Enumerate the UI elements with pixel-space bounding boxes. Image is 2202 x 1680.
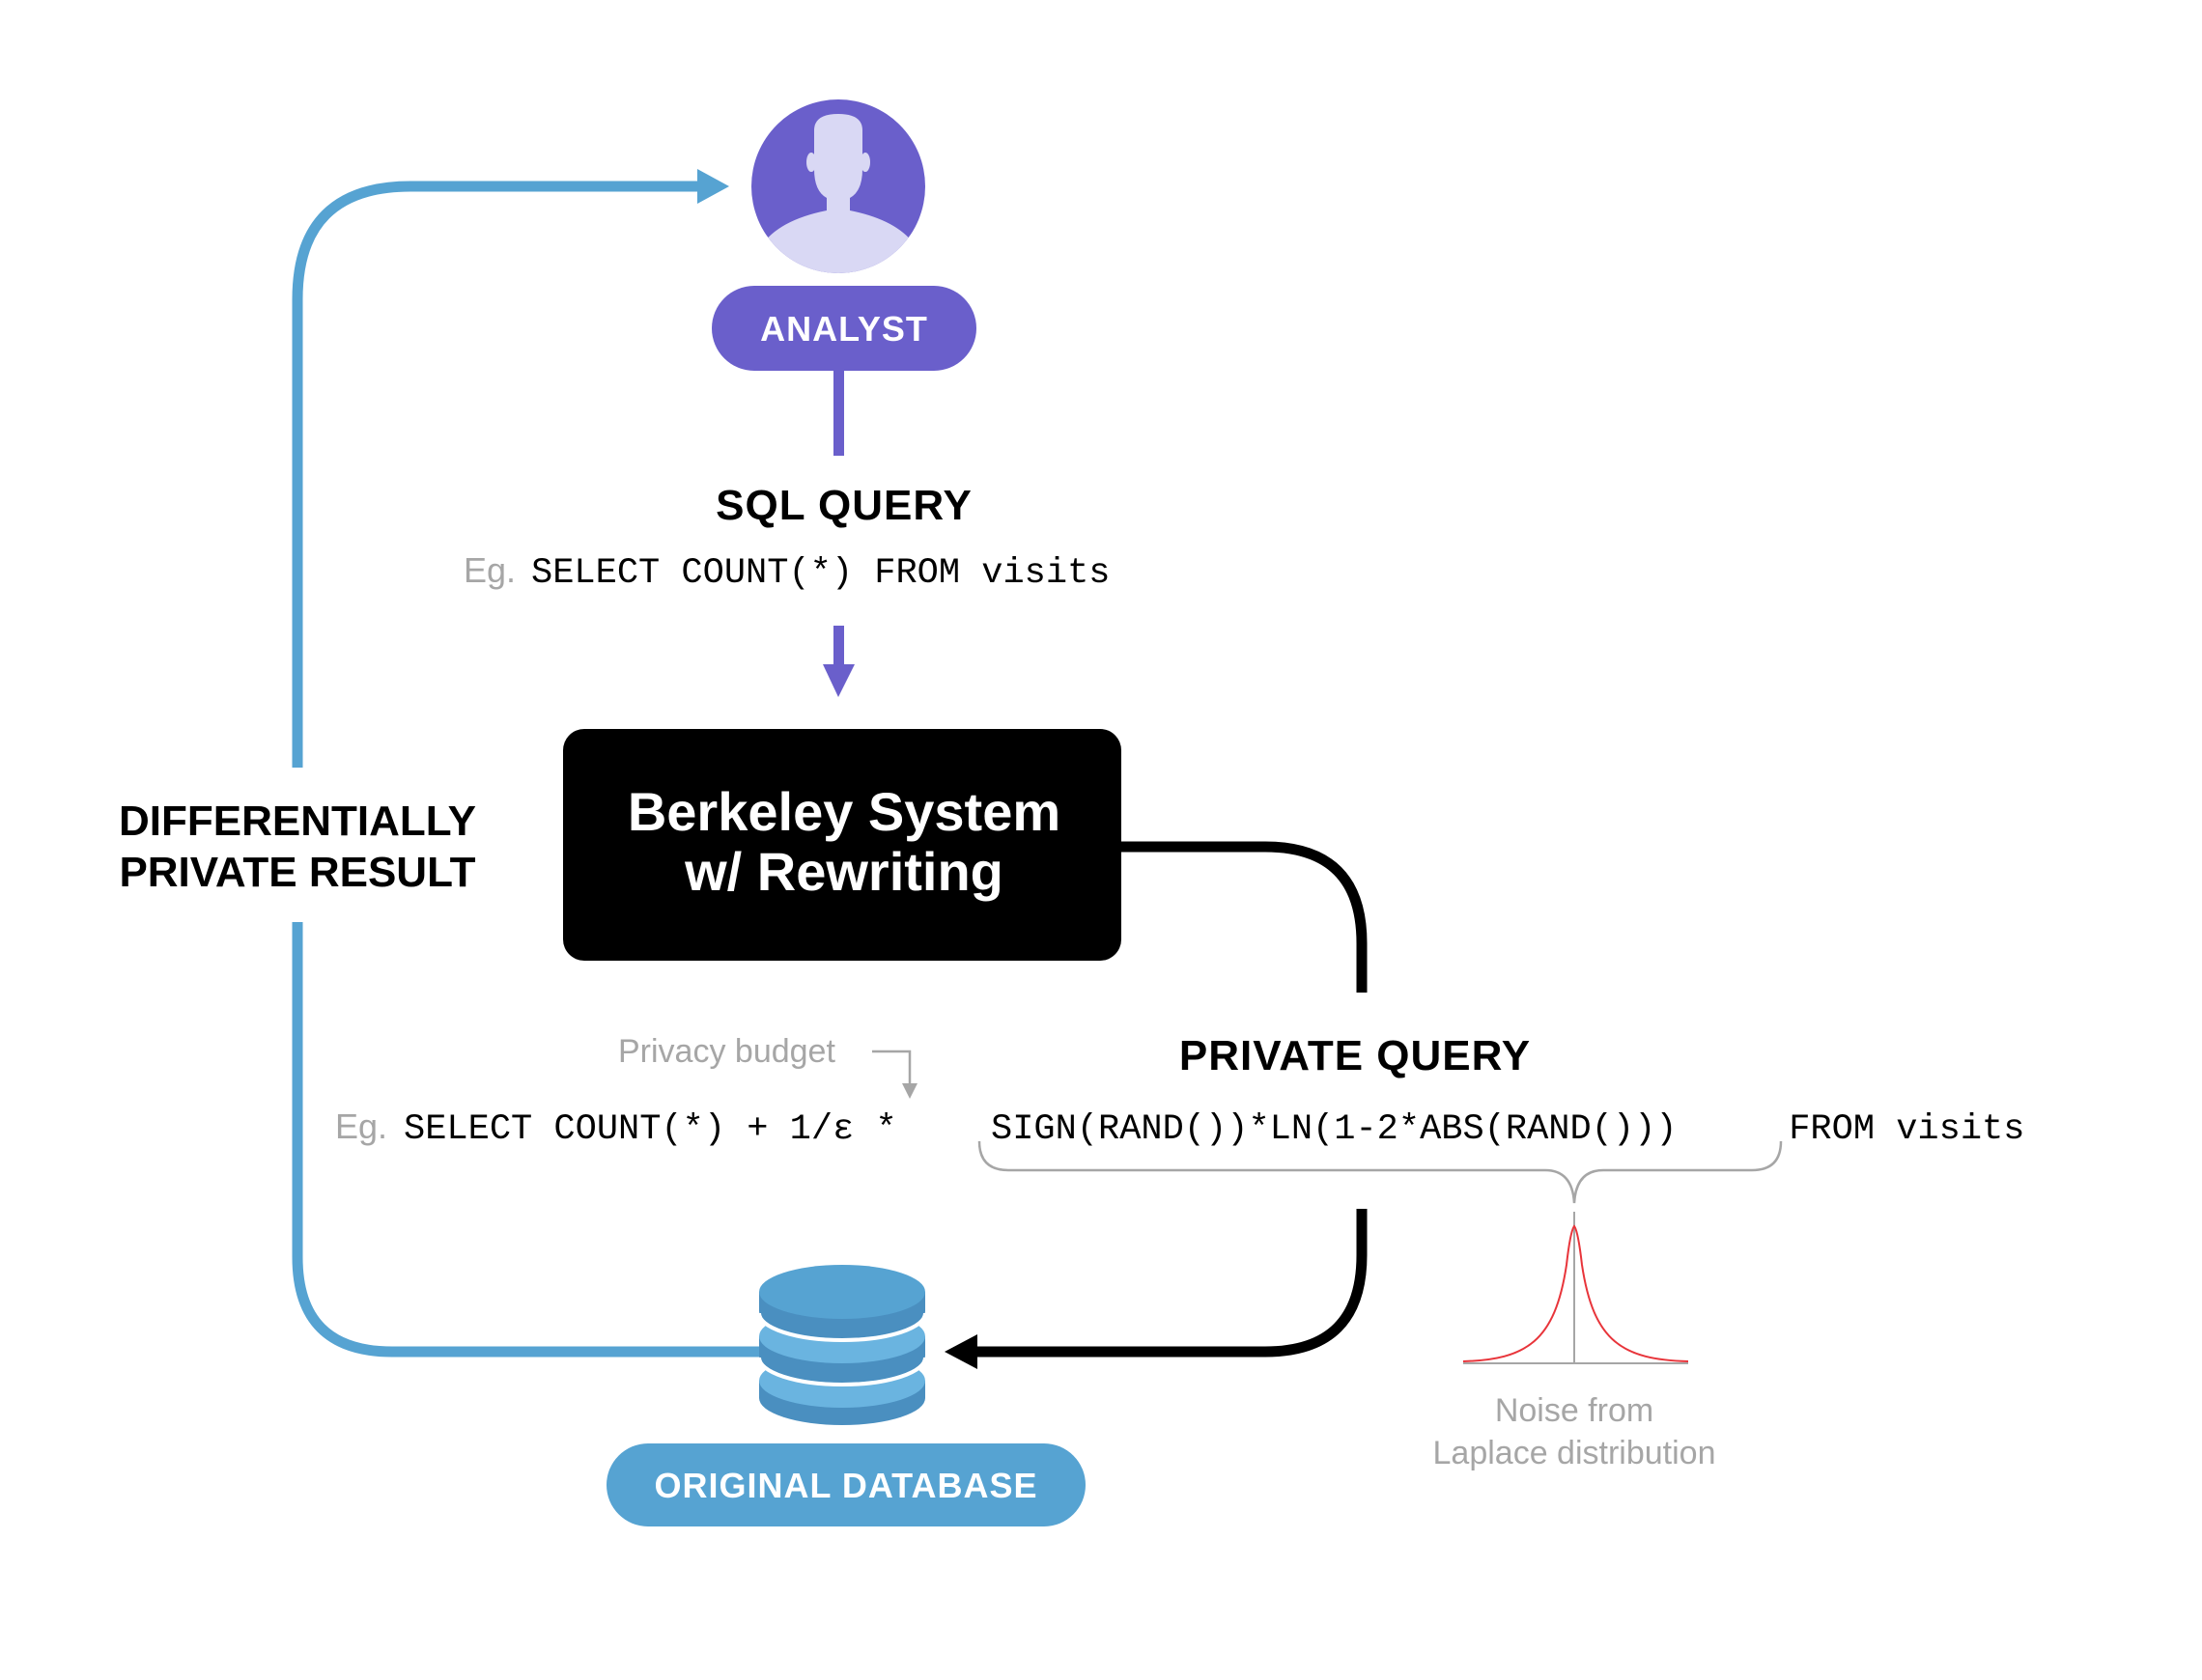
result-label-line2: PRIVATE RESULT	[119, 849, 475, 896]
result-arrowhead-icon	[697, 169, 729, 204]
private-query-to-database-arrow	[945, 1209, 1368, 1369]
database-label: ORIGINAL DATABASE	[654, 1466, 1037, 1505]
result-loop-arrow	[292, 169, 763, 1358]
sql-query-eg-prefix: Eg.	[464, 550, 516, 590]
berkeley-system-box[interactable]: Berkeley System w/ Rewriting	[563, 729, 1121, 961]
private-query-code-noise: SIGN(RAND())*LN(1-2*ABS(RAND()))	[991, 1109, 1678, 1150]
analyst-connector-line	[833, 371, 844, 456]
noise-label-line1: Noise from	[1495, 1392, 1653, 1429]
database-label-pill: ORIGINAL DATABASE	[607, 1443, 1086, 1526]
analyst-label-pill	[712, 286, 976, 371]
system-to-private-query-line	[1121, 841, 1368, 993]
privacy-budget-arrow	[872, 1050, 918, 1099]
query-down-arrow	[823, 626, 855, 697]
private-query-eg-prefix: Eg.	[335, 1106, 387, 1146]
private-query-code-suffix: FROM visits	[1767, 1109, 2024, 1150]
analyst-label: ANALYST	[760, 309, 928, 349]
user-silhouette-icon	[761, 114, 916, 273]
database-icon[interactable]	[757, 1265, 927, 1425]
system-title-line1: Berkeley System	[628, 781, 1060, 842]
result-label-line1: DIFFERENTIALLY	[119, 798, 476, 845]
private-query-title: PRIVATE QUERY	[1179, 1032, 1531, 1079]
noise-brace	[977, 1140, 1783, 1204]
system-title-line2: w/ Rewriting	[684, 841, 1003, 902]
noise-label-line2: Laplace distribution	[1433, 1435, 1716, 1471]
sql-query-title: SQL QUERY	[716, 482, 973, 529]
privacy-budget-label: Privacy budget	[618, 1033, 835, 1070]
private-query-code-prefix: SELECT COUNT(*) + 1/ε *	[404, 1109, 918, 1150]
sql-query-code: SELECT COUNT(*) FROM visits	[531, 553, 1111, 594]
laplace-curve-icon	[1462, 1212, 1689, 1364]
database-arrowhead-icon	[945, 1334, 977, 1369]
query-arrowhead-icon	[823, 664, 855, 697]
analyst-node[interactable]: ANALYST	[712, 99, 976, 371]
